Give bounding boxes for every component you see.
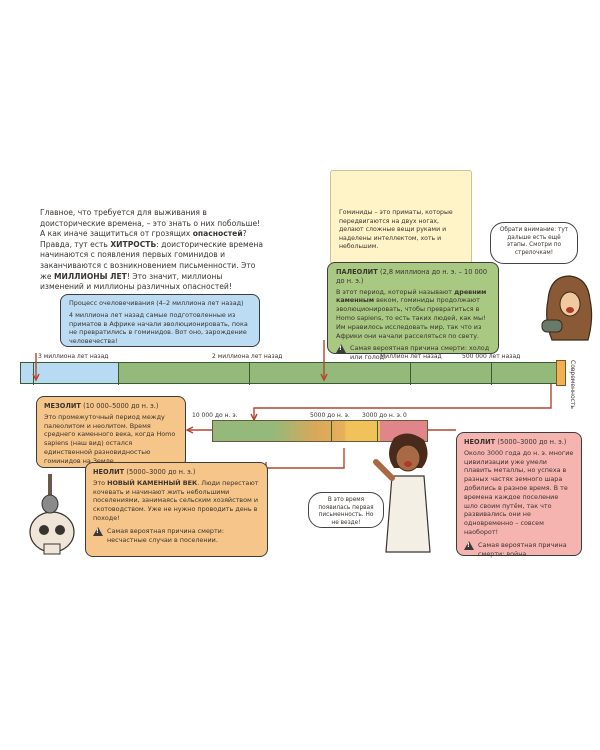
timeline-blue-segment <box>21 363 118 383</box>
warning-icon <box>336 344 346 354</box>
hominids-note: Гоминиды – это приматы, которые передвиг… <box>330 170 472 264</box>
tick <box>249 363 250 385</box>
neolith-danger: Самая вероятная причина смерти: несчастн… <box>93 526 260 545</box>
skull-illustration <box>29 474 75 555</box>
eneolith-danger: Самая вероятная причина смерти: война. <box>464 540 574 559</box>
eneolith-heading: НЕОЛИТ (5000–3000 до н. э.) <box>464 438 567 446</box>
paleolith-heading: ПАЛЕОЛИТ (2,8 миллиона до н. э. – 10 000… <box>336 268 488 285</box>
label-500k: 500 000 лет назад <box>462 353 521 360</box>
timeline-end-cap <box>556 360 566 386</box>
zoom-label-3000: 3000 до н. э. <box>362 412 402 419</box>
eneolith-text: Около 3000 года до н. э. многие цивилиза… <box>464 448 574 536</box>
mesolith-text: Это промежуточный период между палеолито… <box>44 412 176 465</box>
intro-bold-millions: МИЛЛИОНЫ ЛЕТ <box>53 271 127 281</box>
humanization-box: Процесс очеловечивания (4–2 миллиона лет… <box>60 294 260 347</box>
intro-bold-dangers: опасностей <box>192 229 243 239</box>
label-2-million: 2 миллиона лет назад <box>212 353 283 360</box>
mesolith-heading: МЕЗОЛИТ (10 000–5000 до н. э.) <box>44 402 159 410</box>
zoom-label-0: 0 <box>403 412 407 419</box>
tick <box>491 363 492 385</box>
main-timeline-bar <box>20 362 560 385</box>
neolith-box: НЕОЛИТ (5000–3000 до н. э.) Это НОВЫЙ КА… <box>85 462 268 557</box>
mesolith-box: МЕЗОЛИТ (10 000–5000 до н. э.) Это проме… <box>36 396 186 468</box>
caveman-illustration <box>541 275 593 341</box>
zoom-label-10000: 10 000 до н. э. <box>192 412 238 419</box>
zoom-label-5000: 5000 до н. э. <box>310 412 350 419</box>
paleolith-text: В этот период, который называют древним … <box>336 287 487 340</box>
intro-bold-trick: ХИТРОСТЬ <box>110 239 157 249</box>
neolith-text: Это НОВЫЙ КАМЕННЫЙ ВЕК. Люди перестают к… <box>93 478 259 522</box>
tick <box>118 363 119 385</box>
tick <box>377 421 378 441</box>
paleolith-danger: Самая вероятная причина смерти: холод ил… <box>336 344 490 362</box>
eneolith-box: НЕОЛИТ (5000–3000 до н. э.) Около 3000 г… <box>456 432 582 559</box>
paleolith-box: ПАЛЕОЛИТ (2,8 миллиона до н. э. – 10 000… <box>327 262 499 361</box>
hominids-note-text: Гоминиды – это приматы, которые передвиг… <box>339 209 453 251</box>
warning-icon <box>464 540 474 551</box>
girl-illustration <box>373 433 431 553</box>
zoom-timeline-bar <box>212 420 428 442</box>
humanization-title: Процесс очеловечивания (4–2 миллиона лет… <box>69 299 244 307</box>
humanization-text: 4 миллиона лет назад самые подготовленны… <box>69 310 248 346</box>
girl-speech-bubble: В это время появилась первая письменност… <box>308 492 384 528</box>
caveman-speech-bubble: Обрати внимание: тут дальше есть ещё эта… <box>490 222 578 264</box>
tick <box>331 421 332 441</box>
label-3-million: 3 миллиона лет назад <box>38 353 109 360</box>
tick <box>410 363 411 385</box>
label-1-million: Миллион лет назад <box>380 353 442 360</box>
neolith-heading: НЕОЛИТ (5000–3000 до н. э.) <box>93 468 196 476</box>
warning-icon <box>93 526 103 537</box>
intro-text: Главное, что требуется для выживания в д… <box>40 208 263 292</box>
